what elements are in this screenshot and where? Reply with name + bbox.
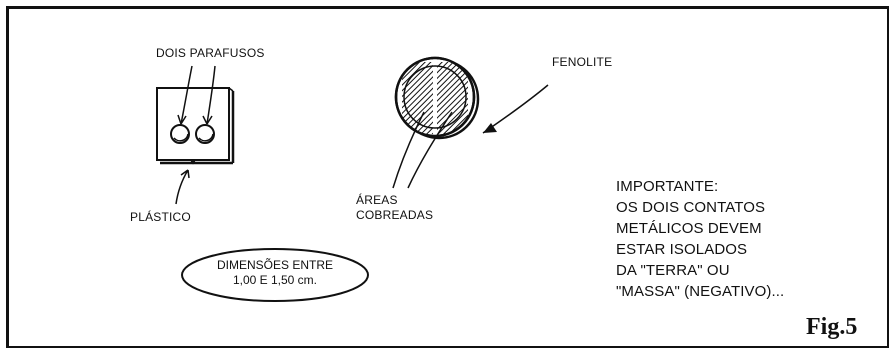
- copper-leader-lines: [392, 111, 453, 189]
- label-areas: ÁREAS: [356, 193, 398, 207]
- note-line-6: "MASSA" (NEGATIVO)...: [616, 283, 785, 300]
- label-fenolite: FENOLITE: [552, 55, 613, 69]
- dimensions-ellipse: [181, 248, 369, 302]
- figure-label: Fig.5: [806, 314, 858, 340]
- phenolite-disc: [394, 56, 480, 140]
- plastic-leader-line: [175, 169, 189, 205]
- note-line-1: IMPORTANTE:: [616, 178, 719, 195]
- screw-left-icon: [170, 124, 190, 144]
- important-note: IMPORTANTE: OS DOIS CONTATOS METÁLICOS D…: [616, 176, 784, 302]
- plastic-dot: [190, 159, 196, 165]
- dimensions-line-1: DIMENSÕES ENTRE: [216, 258, 333, 272]
- dimensions-text: DIMENSÕES ENTRE 1,00 E 1,50 cm.: [185, 258, 365, 288]
- figure-frame: [6, 6, 889, 348]
- screw-right-icon: [195, 124, 215, 144]
- note-line-2: OS DOIS CONTATOS: [616, 199, 766, 216]
- dimensions-line-2: 1,00 E 1,50 cm.: [232, 273, 318, 287]
- note-line-4: ESTAR ISOLADOS: [616, 241, 748, 258]
- plastic-square: [156, 87, 235, 165]
- label-dois-parafusos: DOIS PARAFUSOS: [156, 46, 265, 60]
- note-line-3: METÁLICOS DEVEM: [616, 220, 762, 237]
- label-plastico: PLÁSTICO: [130, 210, 191, 224]
- note-line-5: DA "TERRA" OU: [616, 262, 730, 279]
- screw-leader-lines: [177, 65, 216, 125]
- label-cobreadas: COBREADAS: [356, 208, 434, 222]
